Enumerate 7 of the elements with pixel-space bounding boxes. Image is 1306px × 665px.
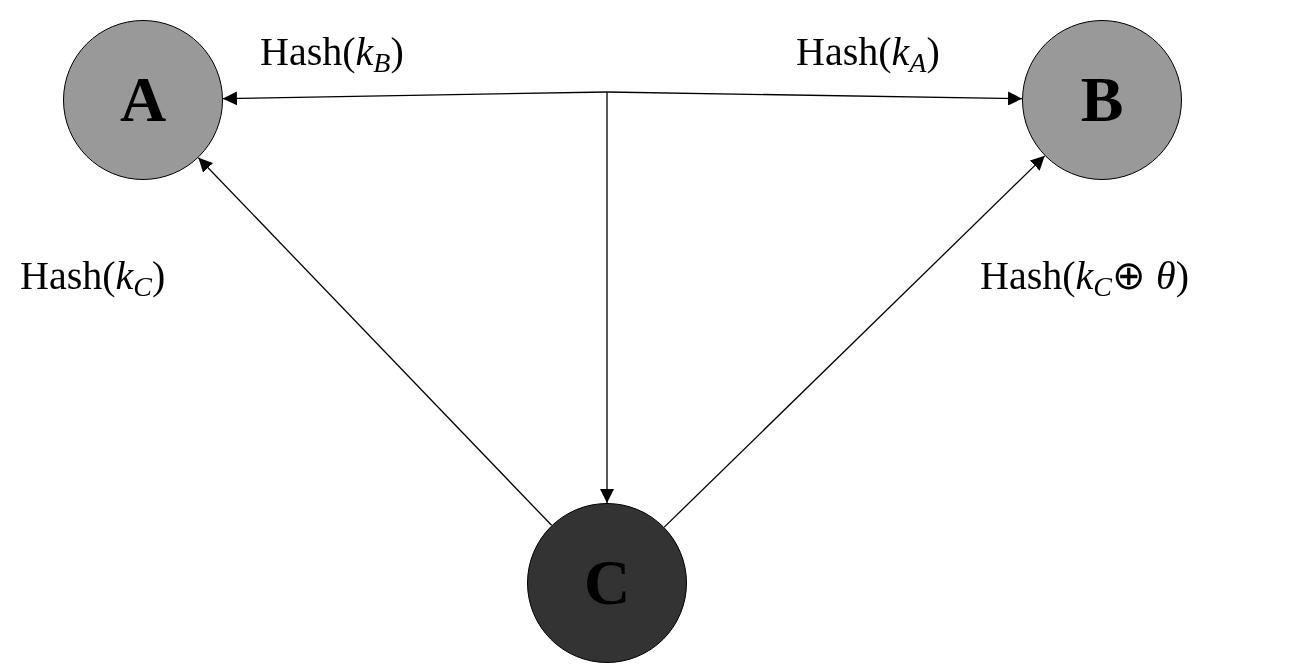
arrow [606, 91, 1023, 106]
arrow [222, 91, 608, 106]
arrow [197, 157, 553, 526]
arrow [600, 91, 614, 504]
node-letter: A [119, 68, 167, 132]
arrow [663, 155, 1046, 528]
node-letter: B [1080, 68, 1124, 132]
